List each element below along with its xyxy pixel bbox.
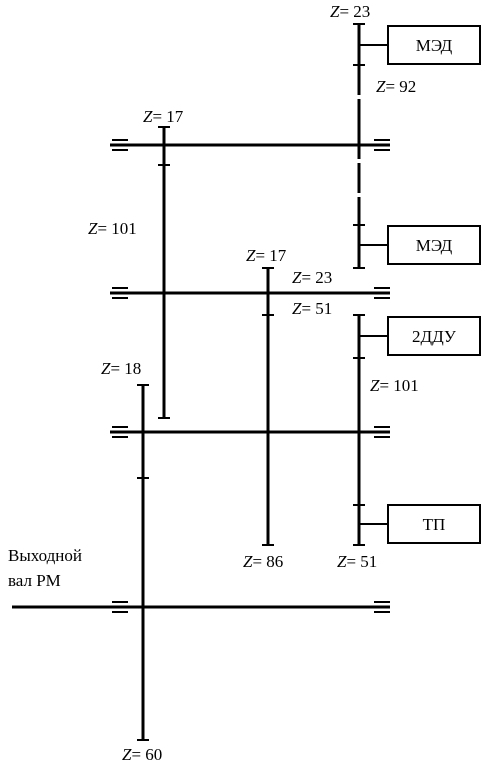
label-z101-right: Z= 101 — [370, 376, 419, 395]
label-z92: Z= 92 — [376, 77, 416, 96]
box-connectors — [359, 44, 388, 525]
label-z17-mid: Z= 17 — [246, 246, 287, 265]
box-tp-label: ТП — [423, 515, 446, 534]
gear-ticks — [137, 23, 365, 741]
label-z17-left: Z= 17 — [143, 107, 184, 126]
box-med-1-label: МЭД — [416, 36, 453, 55]
label-z23-mid: Z= 23 — [292, 268, 332, 287]
output-shaft-label-line2: вал РМ — [8, 571, 61, 590]
box-2ddu: 2ДДУ — [387, 316, 481, 356]
label-z51-bottom: Z= 51 — [337, 552, 377, 571]
label-z101-left: Z= 101 — [88, 219, 137, 238]
box-2ddu-label: 2ДДУ — [412, 327, 457, 346]
label-z18: Z= 18 — [101, 359, 141, 378]
gear-labels: Z= 23 Z= 92 Z= 17 Z= 101 Z= 17 Z= 23 Z= … — [88, 2, 419, 764]
box-med-1: МЭД — [387, 25, 481, 65]
label-z60: Z= 60 — [122, 745, 162, 764]
label-z51-mid: Z= 51 — [292, 299, 332, 318]
box-med-2: МЭД — [387, 225, 481, 265]
bearing-marks — [112, 139, 390, 613]
box-med-2-label: МЭД — [416, 236, 453, 255]
label-z23-top: Z= 23 — [330, 2, 370, 21]
label-z86: Z= 86 — [243, 552, 283, 571]
output-shaft-label-line1: Выходной — [8, 546, 82, 565]
gears — [141, 24, 361, 740]
box-tp: ТП — [387, 504, 481, 544]
